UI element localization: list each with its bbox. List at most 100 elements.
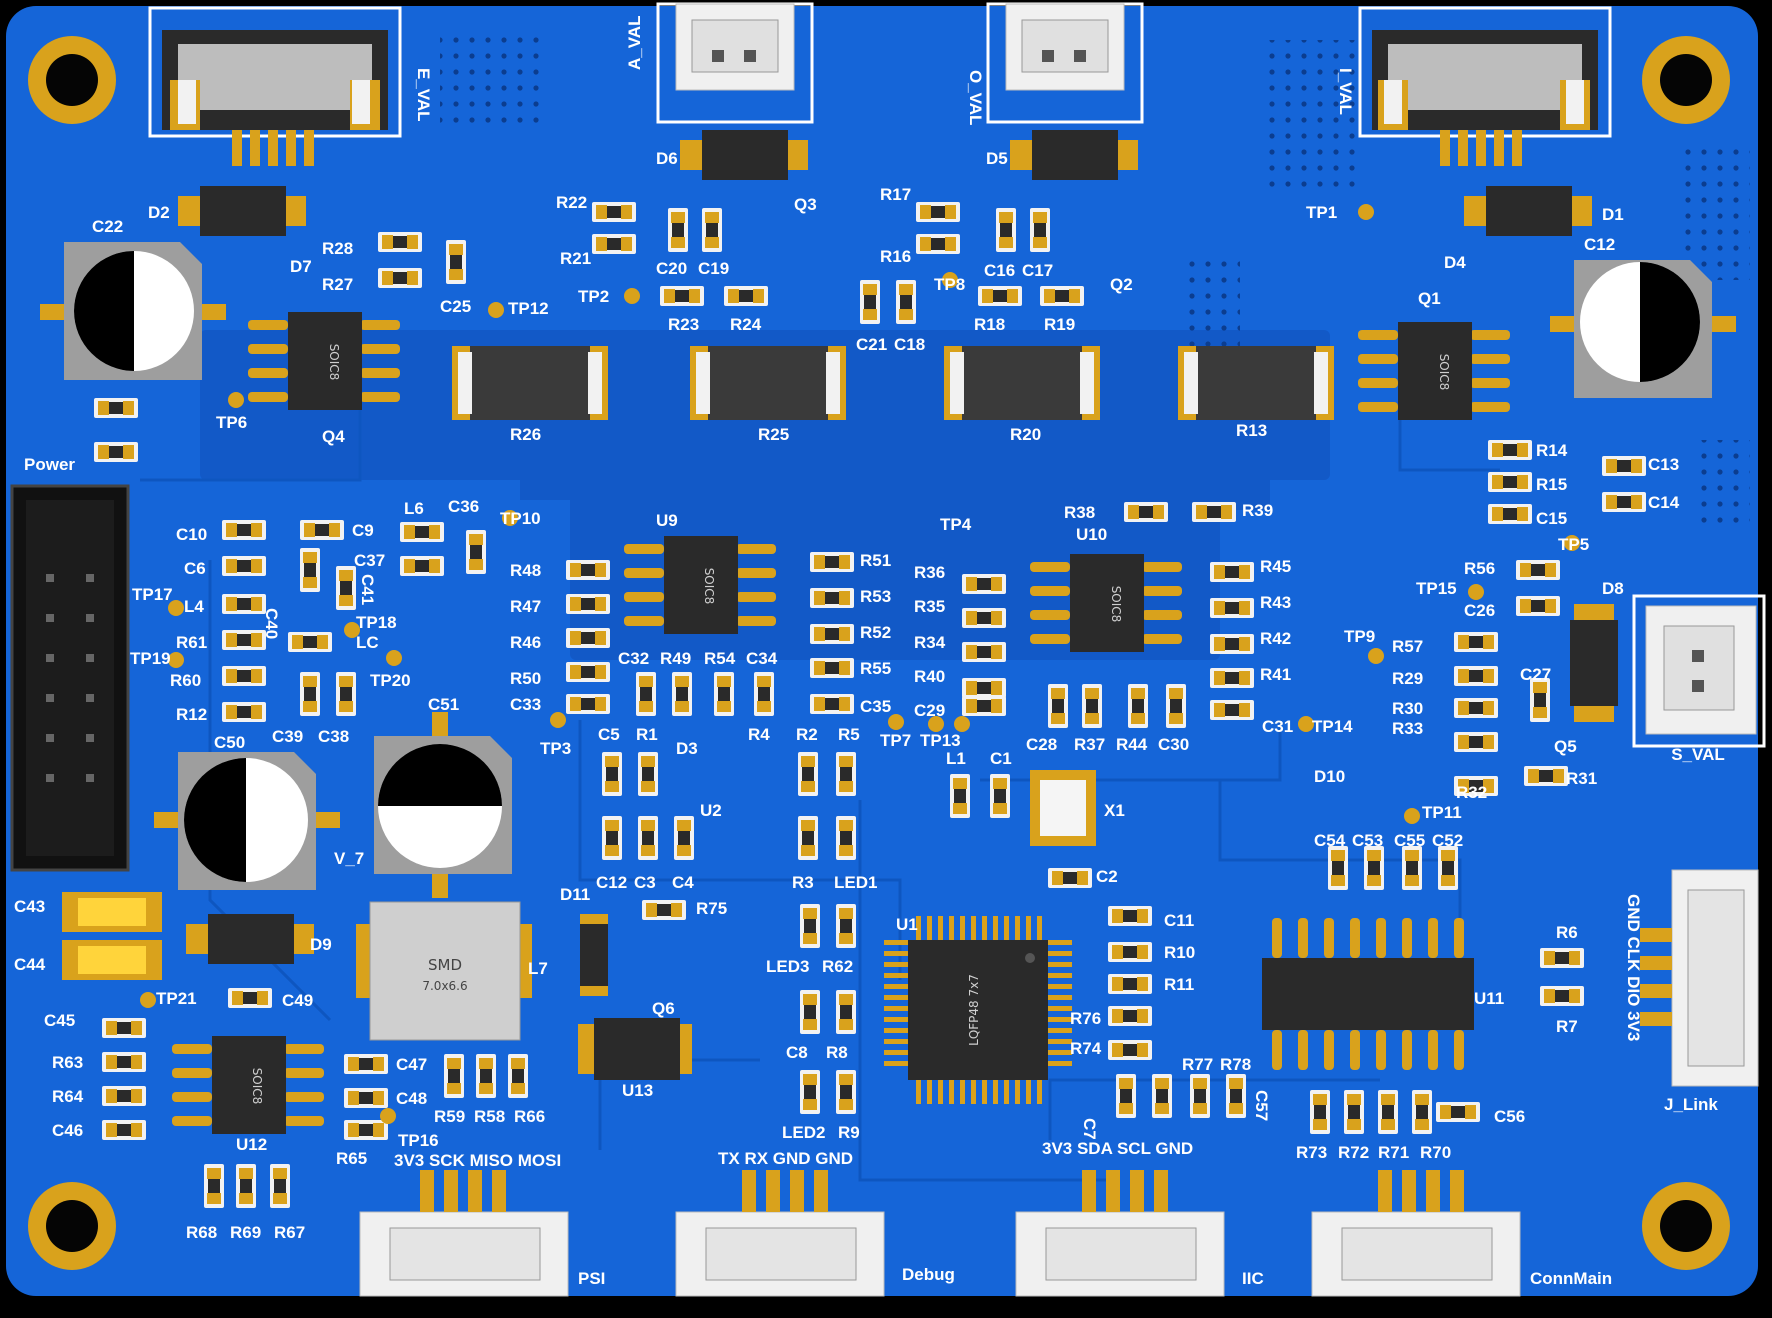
silk-label-r1-126: R1 [636, 725, 658, 744]
connector-psi[interactable] [359, 1170, 569, 1297]
power-header[interactable] [10, 484, 130, 872]
connector-j-link[interactable] [1640, 869, 1759, 1087]
smd-part-74 [1454, 732, 1498, 752]
silk-label-c18-34: C18 [894, 335, 925, 354]
smd-part-5 [668, 208, 688, 252]
connector-connmain[interactable] [1311, 1170, 1521, 1297]
silk-label-tp19-64: TP19 [130, 649, 171, 668]
smd-part-30 [336, 672, 356, 716]
silk-label-psi-pins-195: 3V3 SCK MISO MOSI [394, 1151, 561, 1170]
smd-part-118 [102, 1018, 146, 1038]
smd-part-86 [836, 816, 856, 860]
silk-label-c21-33: C21 [856, 335, 887, 354]
smd-part-20 [300, 520, 344, 540]
silk-label-r70-172: R70 [1420, 1143, 1451, 1162]
silk-label-power-14: Power [24, 455, 75, 474]
silk-label-d11-141: D11 [560, 885, 590, 904]
silk-label-r71-171: R71 [1378, 1143, 1409, 1162]
smd-part-128 [204, 1164, 224, 1208]
smd-part-71 [1454, 632, 1498, 652]
smd-part-53 [1124, 502, 1168, 522]
connector-s-val[interactable] [1632, 594, 1766, 748]
smd-part-62 [1128, 684, 1148, 728]
smd-part-14 [896, 280, 916, 324]
soic8-chips [172, 312, 1510, 1134]
smd-part-42 [810, 658, 854, 678]
connector-o-val[interactable] [986, 2, 1144, 124]
silk-label-tp16-190: TP16 [398, 1131, 439, 1150]
smd-part-49 [962, 608, 1006, 628]
silk-label-r17-25: R17 [880, 185, 911, 204]
smd-part-28 [288, 632, 332, 652]
silk-label-led3-145: LED3 [766, 957, 809, 976]
smd-part-82 [674, 816, 694, 860]
smd-part-75 [1454, 776, 1498, 796]
silk-label-d10-122: D10 [1314, 767, 1345, 786]
silk-label-o-val-2: O_VAL [966, 70, 985, 125]
silk-label-tp10-52: TP10 [500, 509, 541, 528]
connector-i-val[interactable] [1358, 6, 1612, 166]
smd-part-23 [336, 566, 356, 610]
silk-label-r16-26: R16 [880, 247, 911, 266]
smd-part-66 [1488, 504, 1532, 524]
silk-label-tp15-110: TP15 [1416, 579, 1457, 598]
silk-label-tp18-61: TP18 [356, 613, 397, 632]
smd-part-57 [1210, 634, 1254, 654]
chip-u9 [624, 536, 776, 634]
mounting-holes [28, 36, 1730, 1270]
silk-label-r62-146: R62 [822, 957, 853, 976]
smd-part-64 [1488, 440, 1532, 460]
smd-part-116 [1540, 986, 1584, 1006]
silk-label-tp9-113: TP9 [1344, 627, 1375, 646]
smd-part-119 [102, 1052, 146, 1072]
silk-label-r44-108: R44 [1116, 735, 1148, 754]
silk-label-c11-147: C11 [1164, 911, 1194, 930]
smd-part-65 [1488, 472, 1532, 492]
silk-label-c27-119: C27 [1520, 665, 1551, 684]
silk-label-r49-81: R49 [660, 649, 691, 668]
chip-u10 [1030, 554, 1182, 652]
silk-label-c54-161: C54 [1314, 831, 1346, 850]
silk-label-q3-20: Q3 [794, 195, 817, 214]
smd-part-35 [566, 594, 610, 614]
silk-label-c4-137: C4 [672, 873, 694, 892]
silk-label-u11-165: U11 [1474, 989, 1504, 1008]
silk-label-r30-116: R30 [1392, 699, 1423, 718]
smd-part-32 [400, 556, 444, 576]
smd-part-99 [1108, 974, 1152, 994]
silk-label-r63-181: R63 [52, 1053, 83, 1072]
smd-part-54 [1192, 502, 1236, 522]
connector-e-val[interactable] [148, 6, 402, 166]
u9-marking: SOIC8 [702, 568, 716, 605]
connector-a-val[interactable] [656, 2, 814, 124]
silk-label-r53-85: R53 [860, 587, 891, 606]
silk-label-c29-90: C29 [914, 701, 945, 720]
smd-part-0 [378, 232, 422, 252]
silk-label-r65-191: R65 [336, 1149, 367, 1168]
smd-part-16 [1040, 286, 1084, 306]
silk-label-d7-6: D7 [290, 257, 312, 276]
silk-label-q5-120: Q5 [1554, 737, 1577, 756]
smd-part-2 [446, 240, 466, 284]
silk-label-tp20-66: TP20 [370, 671, 411, 690]
silk-label-r75-142: R75 [696, 899, 727, 918]
smd-part-68 [1602, 492, 1646, 512]
test-point-6 [228, 392, 244, 408]
connector-iic[interactable] [1015, 1170, 1225, 1297]
silk-label-debug-200: Debug [902, 1265, 955, 1284]
silk-label-c47-185: C47 [396, 1055, 427, 1074]
silk-label-l6-50: L6 [404, 499, 424, 518]
silk-label-r52-86: R52 [860, 623, 891, 642]
smd-part-17 [94, 398, 138, 418]
silk-label-r64-182: R64 [52, 1087, 84, 1106]
silk-label-c12-37: C12 [1584, 235, 1615, 254]
silk-label-d5-24: D5 [986, 149, 1008, 168]
silk-label-q1-39: Q1 [1418, 289, 1441, 308]
connector-debug[interactable] [675, 1170, 885, 1297]
test-point-1 [1358, 204, 1374, 220]
silk-label-d9-176: D9 [310, 935, 332, 954]
silk-label-r3-138: R3 [792, 873, 814, 892]
silk-label-r60-65: R60 [170, 671, 201, 690]
silk-label-c7-156: C7 [1080, 1118, 1099, 1140]
